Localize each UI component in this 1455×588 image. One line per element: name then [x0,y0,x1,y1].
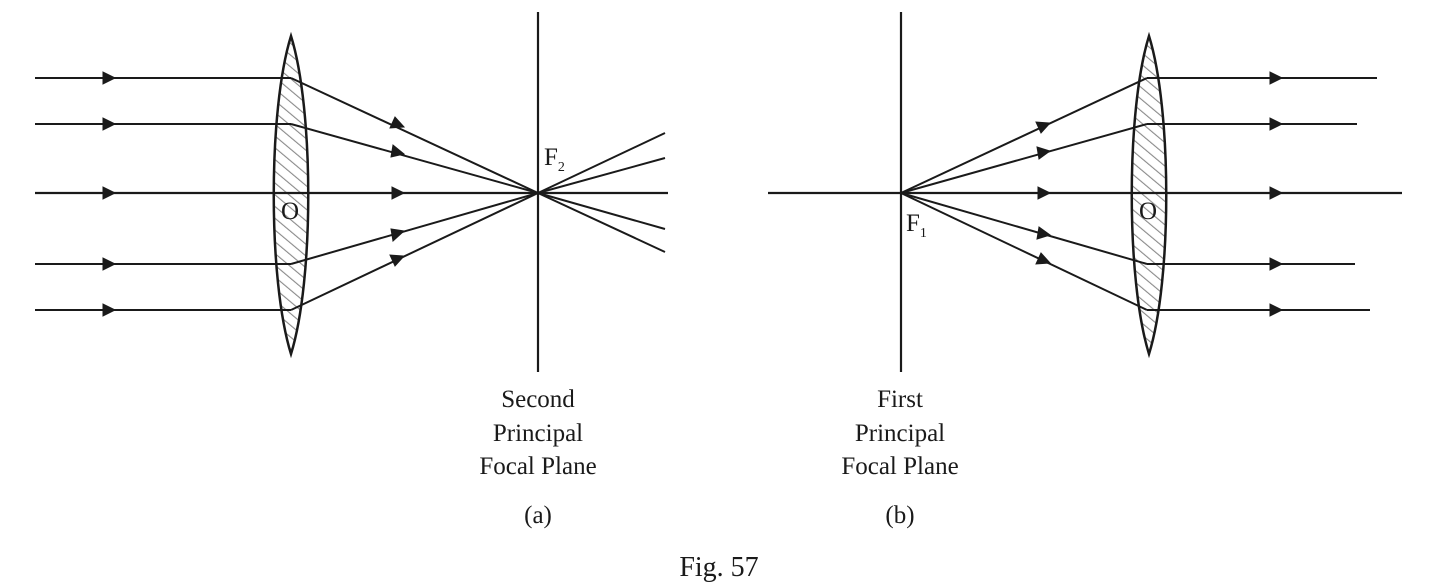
refracted-ray [290,123,666,230]
focal-plane-label-a: Focal Plane [479,453,596,480]
ray-arrowhead [390,144,406,158]
focal-plane-label-b: Principal [855,420,945,447]
ray-arrowhead [389,254,406,267]
panel-caption-a: (a) [524,502,552,529]
focal-point-label-b: F1 [906,210,927,241]
ray-arrowhead [390,228,406,242]
lens-b [1130,31,1168,359]
ray-arrowhead [102,71,117,85]
lens-center-label-a: O [281,198,299,225]
ray-arrowhead [1269,257,1284,271]
focal-plane-label-b: Focal Plane [841,453,958,480]
ray-arrowhead [1035,252,1052,265]
ray-arrowhead [102,117,117,131]
ray-arrowhead [1269,117,1284,131]
incident-ray [900,192,1148,265]
focal-plane-label-b: First [877,386,923,413]
ray-arrowhead [1036,146,1052,160]
ray-arrowhead [1037,186,1052,200]
ray-arrowhead [1036,226,1052,240]
lens-center-label-b: O [1139,198,1157,225]
figure-caption: Fig. 57 [679,552,758,583]
refracted-ray [290,132,666,311]
ray-arrowhead [102,186,117,200]
refracted-ray [290,157,666,265]
focal-plane-label-a: Principal [493,420,583,447]
ray-arrowhead [1269,303,1284,317]
incident-ray [900,123,1148,194]
focal-point-label-a: F2 [544,144,565,175]
panel-caption-b: (b) [885,502,914,529]
panel-b: O F1 First Principal Focal Plane (b) [768,12,1402,529]
ray-arrowhead [102,257,117,271]
incident-ray [900,192,1148,311]
focal-plane-label-a: Second [501,386,575,413]
ray-arrowhead [1269,186,1284,200]
incident-ray [900,77,1148,194]
ray-arrowhead [1269,71,1284,85]
ray-arrowhead [391,186,406,200]
ray-arrowhead [389,116,406,129]
panel-a: O F2 Second Principal Focal Plane (a) [35,12,668,529]
refracted-ray [290,77,666,253]
ray-arrowhead [102,303,117,317]
ray-arrowhead [1035,121,1052,134]
